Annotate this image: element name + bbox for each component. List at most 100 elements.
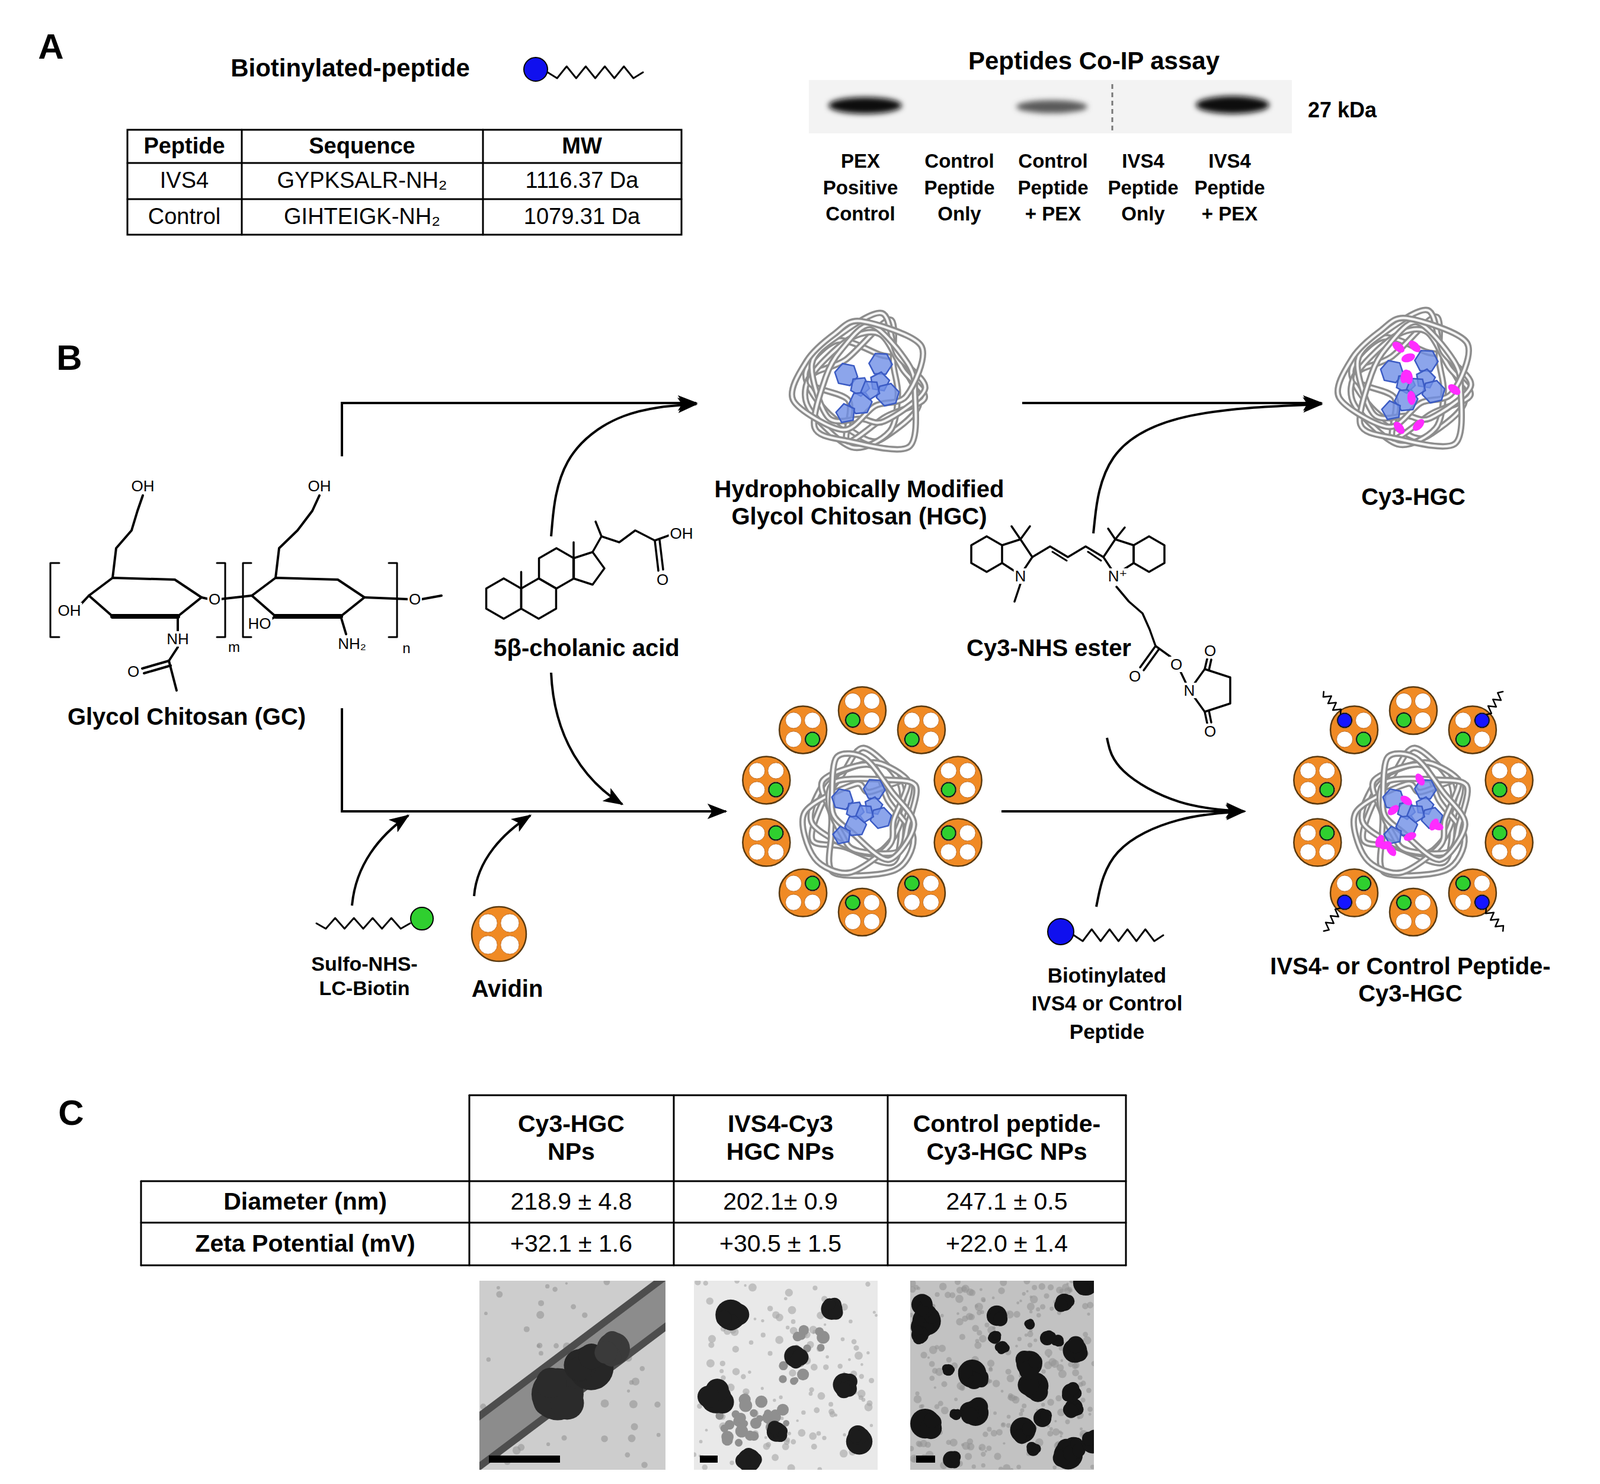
- tem-image: [744, 1430, 755, 1441]
- table-header: Sequence: [308, 133, 416, 160]
- tem-image: [1031, 1284, 1038, 1291]
- tem-image: [1029, 1295, 1038, 1304]
- tem-image: [968, 1313, 975, 1321]
- tem-image: [981, 1298, 986, 1302]
- tem-image: [920, 1296, 932, 1307]
- tem-image: [699, 1440, 703, 1444]
- tem-image: [1066, 1381, 1080, 1395]
- tem-image: [1072, 1368, 1080, 1376]
- tem-image: [814, 1326, 824, 1336]
- tem-image: [479, 1280, 666, 1470]
- avidin-hgc-particle: [805, 876, 820, 891]
- row-header: Zeta Potential (mV): [194, 1229, 415, 1258]
- table-grid: [482, 129, 485, 235]
- tem-image: [1059, 1288, 1065, 1294]
- panel-letter: A: [37, 26, 64, 67]
- hgc-particle: [868, 353, 892, 375]
- tem-image: [1082, 1431, 1094, 1446]
- tem-image: [1041, 1369, 1046, 1374]
- reaction-arrow: [551, 672, 623, 805]
- tem-image: [812, 1331, 815, 1334]
- avidin-hgc-particle: [903, 875, 920, 892]
- glycol-chitosan-structure: [168, 660, 177, 691]
- cholanic-acid-structure: [486, 521, 670, 619]
- peptide-hgc-particle: [1337, 895, 1352, 910]
- tem-image: [747, 1370, 751, 1374]
- tem-image: [811, 1443, 818, 1450]
- tem-image: [1077, 1416, 1081, 1420]
- tem-image: [933, 1386, 937, 1389]
- peptide-hgc-particle: [1323, 691, 1342, 715]
- avidin-hgc-particle: [831, 753, 914, 860]
- tem-image: [910, 1280, 1094, 1470]
- western-blot: [1195, 96, 1270, 114]
- tem-image: [721, 1434, 734, 1446]
- peptide-hgc-particle: [1474, 895, 1490, 910]
- tem-image: [981, 1463, 986, 1468]
- hgc-particle: [791, 312, 926, 450]
- tem-image: [942, 1451, 960, 1469]
- peptide-hgc-particle: [1319, 781, 1336, 798]
- atom-label: O: [1169, 656, 1184, 672]
- reagent-figure: 5β-cholanic acid: [474, 536, 700, 670]
- tem-image: [935, 1291, 940, 1297]
- cy3-nhs-structure: [1208, 710, 1212, 723]
- peptide-hgc-particle: [1300, 824, 1317, 841]
- western-blot: [1111, 84, 1114, 132]
- reagent-figure: Cy3-NHS ester: [948, 533, 1239, 738]
- atom-label: NH: [165, 631, 191, 647]
- tem-image: [1082, 1432, 1094, 1454]
- tem-image: [1055, 1394, 1062, 1401]
- avidin-hgc-particle: [855, 805, 873, 823]
- hgc-particle: [814, 324, 917, 450]
- table-cell: 1079.31 Da: [523, 203, 641, 230]
- nanoparticle-figure: Hydrophobically Modified Glycol Chitosan…: [696, 296, 1023, 531]
- peptide-icon: [523, 57, 548, 82]
- peptide-hgc-particle: [1323, 907, 1341, 931]
- table-grid: [127, 129, 682, 235]
- tem-image: [1005, 1368, 1012, 1375]
- tem-image: [708, 1335, 716, 1343]
- tem-image: [720, 1360, 726, 1366]
- peptide-hgc-particle: [1406, 805, 1424, 823]
- avidin-hgc-particle: [922, 894, 939, 911]
- peptide-hgc-particle: [1300, 781, 1317, 798]
- peptide-hgc-particle: [1300, 843, 1317, 860]
- lane-label: PEX Positive Control: [820, 148, 901, 228]
- reaction-arrow: [1022, 401, 1322, 405]
- tem-image: [779, 1395, 783, 1400]
- tem-image: [1002, 1463, 1011, 1470]
- tem-image: [1080, 1380, 1087, 1387]
- tem-image: [986, 1305, 1007, 1326]
- tem-image: [1088, 1412, 1092, 1416]
- peptide-hgc-particle: [1319, 782, 1334, 797]
- tem-image: [978, 1443, 986, 1451]
- tem-image: [993, 1452, 1001, 1460]
- tem-image: [978, 1335, 987, 1343]
- tem-image: [1067, 1335, 1085, 1353]
- reagent-figure: Avidin: [456, 900, 560, 1008]
- tem-image: [992, 1379, 1001, 1388]
- avidin-hgc-particle: [785, 712, 802, 729]
- tem-image: [565, 1281, 568, 1285]
- peptide-hgc-particle: [1414, 894, 1431, 911]
- legend-text: Biotinylated-peptide: [230, 53, 470, 83]
- tem-image: [997, 1287, 1005, 1294]
- cy3-nhs-structure: [1155, 645, 1171, 657]
- atom-label: OH: [669, 525, 695, 542]
- tem-image: [693, 1280, 878, 1470]
- tem-image: [869, 1424, 873, 1427]
- tem-image: [479, 1288, 666, 1455]
- tem-image: [772, 1398, 776, 1402]
- avidin-hgc-particle: [742, 756, 790, 804]
- tem-image: [654, 1401, 661, 1408]
- tem-image: [1043, 1293, 1049, 1299]
- avidin-hgc-particle: [922, 731, 939, 748]
- cholanic-acid-structure: [539, 548, 575, 589]
- peptide-hgc-particle: [1456, 731, 1471, 747]
- tem-image: [768, 1351, 773, 1356]
- tem-image: [552, 1286, 558, 1292]
